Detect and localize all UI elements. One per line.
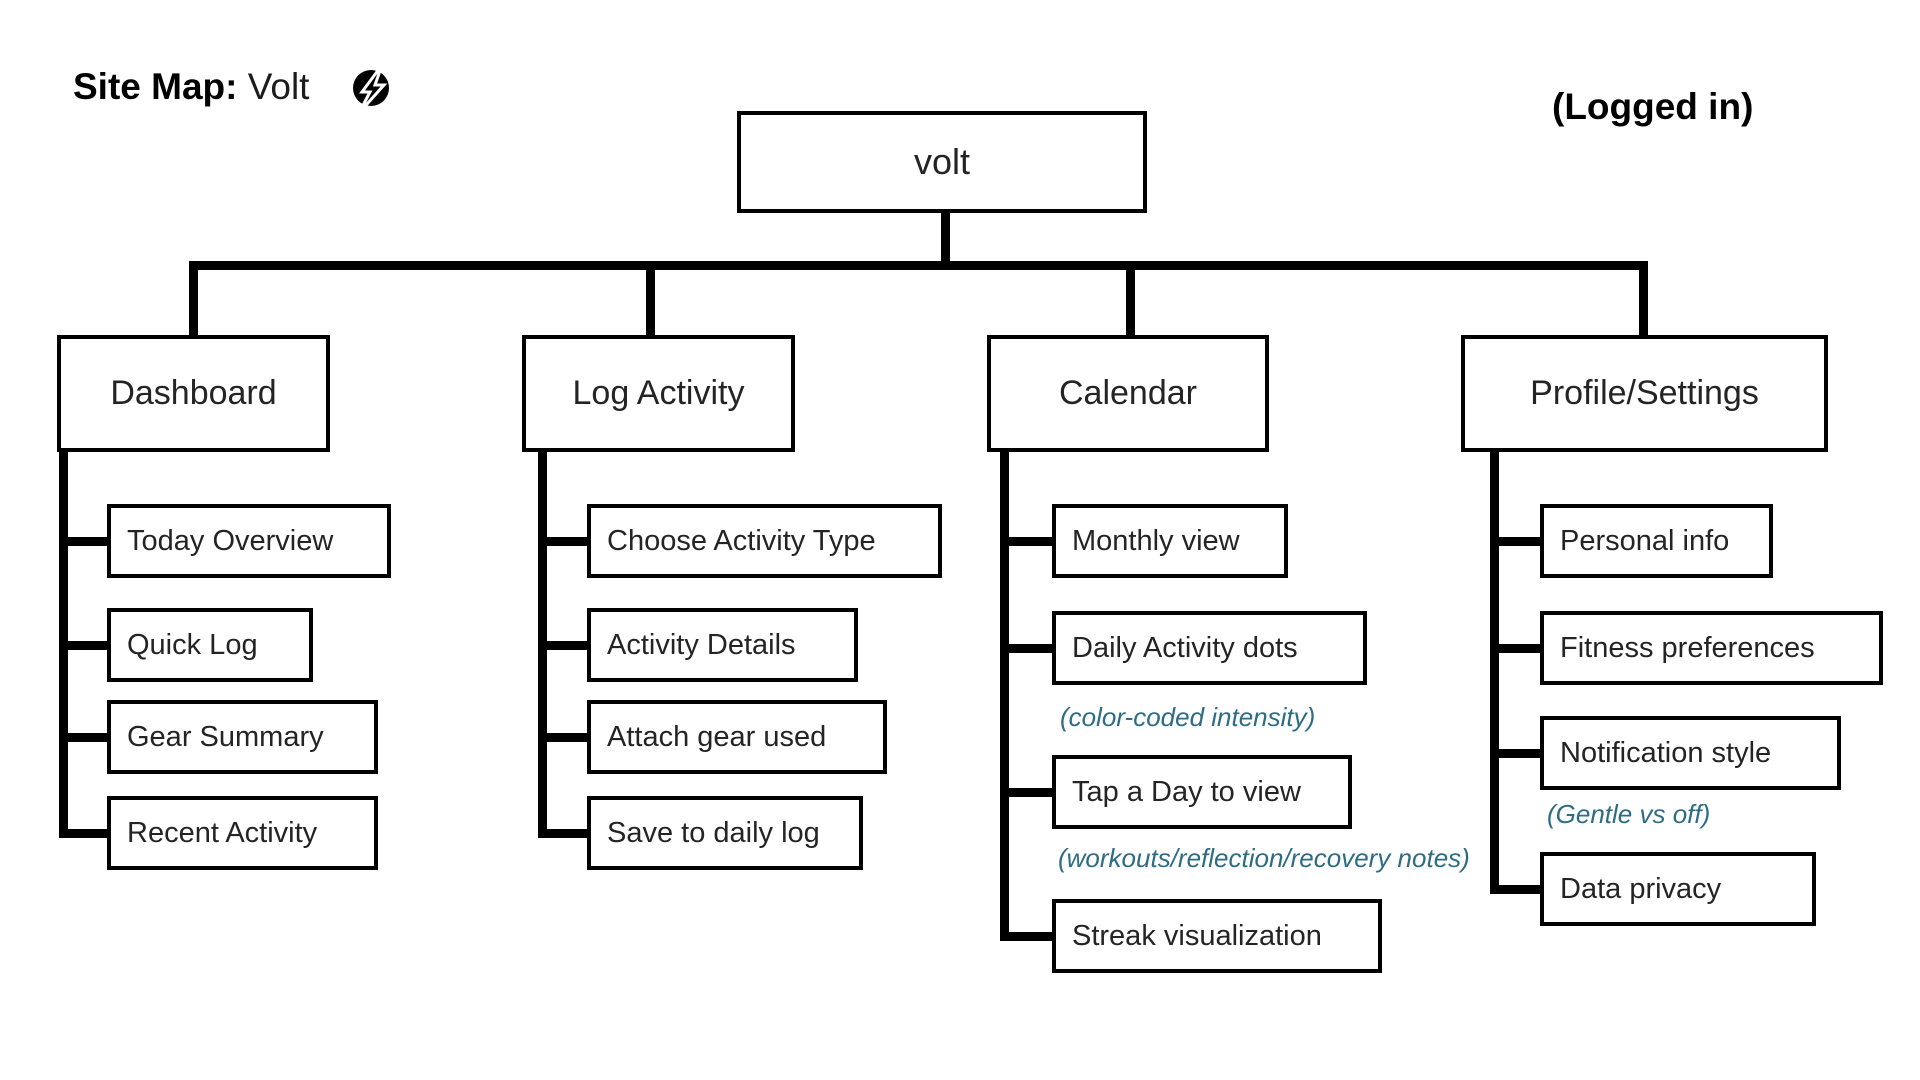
stub-today-overview — [63, 537, 109, 546]
node-streak-visualization-label: Streak visualization — [1072, 919, 1322, 952]
node-monthly-view: Monthly view — [1052, 504, 1288, 578]
note-workouts-reflection-recovery: (workouts/reflection/recovery notes) — [1058, 843, 1470, 873]
node-gear-summary-label: Gear Summary — [127, 720, 324, 753]
stub-personal-info — [1494, 537, 1542, 546]
stub-quick-log — [63, 641, 109, 650]
node-quick-log: Quick Log — [107, 608, 313, 682]
stub-streak-visualization — [1004, 932, 1054, 941]
node-personal-info-label: Personal info — [1560, 524, 1730, 557]
connector-drop-profile-settings — [1639, 266, 1648, 336]
node-recent-activity: Recent Activity — [107, 796, 378, 870]
stub-gear-summary — [63, 733, 109, 742]
node-dashboard-label: Dashboard — [110, 374, 277, 412]
stub-recent-activity — [63, 829, 109, 838]
node-tap-a-day-to-view: Tap a Day to view — [1052, 755, 1352, 829]
note-color-coded-intensity: (color-coded intensity) — [1060, 702, 1316, 732]
node-root-volt: volt — [737, 111, 1147, 213]
connector-drop-dashboard — [189, 266, 198, 336]
spine-profile-settings — [1490, 450, 1499, 894]
node-log-activity: Log Activity — [522, 335, 795, 452]
node-choose-activity-type-label: Choose Activity Type — [607, 524, 876, 557]
stub-save-to-daily-log — [542, 829, 589, 838]
stub-notification-style — [1494, 749, 1542, 758]
node-attach-gear-used-label: Attach gear used — [607, 720, 827, 753]
node-recent-activity-label: Recent Activity — [127, 816, 318, 849]
stub-choose-activity-type — [542, 537, 589, 546]
stub-monthly-view — [1004, 537, 1054, 546]
page-title-app-name: Volt — [237, 66, 310, 107]
node-save-to-daily-log: Save to daily log — [587, 796, 863, 870]
node-calendar: Calendar — [987, 335, 1269, 452]
node-monthly-view-label: Monthly view — [1072, 524, 1240, 557]
node-streak-visualization: Streak visualization — [1052, 899, 1382, 973]
node-notification-style: Notification style — [1540, 716, 1841, 790]
page-title: Site Map: Volt — [73, 66, 309, 108]
page-title-label: Site Map: — [73, 66, 238, 107]
node-notification-style-label: Notification style — [1560, 736, 1772, 769]
node-daily-activity-dots-label: Daily Activity dots — [1072, 631, 1298, 664]
node-gear-summary: Gear Summary — [107, 700, 378, 774]
stub-fitness-preferences — [1494, 644, 1542, 653]
connector-drop-calendar — [1126, 266, 1135, 336]
node-activity-details: Activity Details — [587, 608, 858, 682]
stub-activity-details — [542, 641, 589, 650]
node-attach-gear-used: Attach gear used — [587, 700, 887, 774]
node-fitness-preferences: Fitness preferences — [1540, 611, 1883, 685]
note-gentle-vs-off: (Gentle vs off) — [1547, 799, 1711, 829]
node-today-overview: Today Overview — [107, 504, 391, 578]
connector-root-drop — [941, 211, 950, 266]
node-choose-activity-type: Choose Activity Type — [587, 504, 942, 578]
node-personal-info: Personal info — [1540, 504, 1773, 578]
stub-tap-a-day — [1004, 788, 1054, 797]
connector-drop-log-activity — [646, 266, 655, 336]
node-activity-details-label: Activity Details — [607, 628, 796, 661]
stub-attach-gear-used — [542, 733, 589, 742]
node-profile-settings-label: Profile/Settings — [1530, 374, 1759, 412]
logged-in-status: (Logged in) — [1552, 86, 1754, 127]
node-daily-activity-dots: Daily Activity dots — [1052, 611, 1367, 685]
node-profile-settings: Profile/Settings — [1461, 335, 1828, 452]
node-fitness-preferences-label: Fitness preferences — [1560, 631, 1815, 664]
node-dashboard: Dashboard — [57, 335, 330, 452]
spine-calendar — [1000, 450, 1009, 941]
node-data-privacy: Data privacy — [1540, 852, 1816, 926]
node-root-label: volt — [913, 141, 971, 182]
node-data-privacy-label: Data privacy — [1560, 872, 1722, 905]
node-today-overview-label: Today Overview — [127, 524, 334, 557]
stub-data-privacy — [1494, 885, 1542, 894]
node-tap-a-day-to-view-label: Tap a Day to view — [1072, 775, 1301, 808]
stub-daily-activity-dots — [1004, 644, 1054, 653]
node-save-to-daily-log-label: Save to daily log — [607, 816, 820, 849]
node-log-activity-label: Log Activity — [572, 374, 745, 412]
node-quick-log-label: Quick Log — [127, 628, 258, 661]
connector-trunk — [189, 261, 1648, 270]
lightning-bolt-icon — [353, 64, 389, 114]
node-calendar-label: Calendar — [1059, 374, 1197, 412]
